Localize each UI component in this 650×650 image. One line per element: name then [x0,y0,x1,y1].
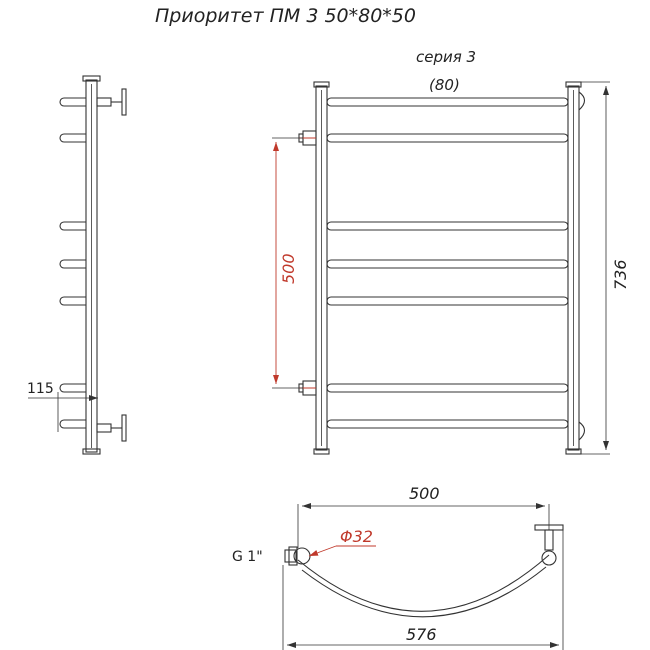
front-rungs [326,97,569,429]
side-bottom-bracket [96,414,127,442]
side-top-bracket [96,88,127,116]
dimension-576: 576 [282,530,564,650]
side-bottom-cap [82,448,101,455]
dimension-500-horizontal: 500 [297,484,550,548]
side-rungs [59,97,86,429]
thread-label: G 1" [232,549,263,565]
dimension-115: 115 [27,381,98,432]
pipe-diameter-label: Φ32 [340,527,373,546]
top-view: 500 G 1" Φ32 576 [232,484,564,650]
dimension-500-vertical: 500 [272,137,303,389]
side-view: 115 [27,75,127,455]
dimension-500-vertical-label: 500 [279,253,298,284]
drawing-title: Приоритет ПМ 3 50*80*50 [155,5,416,27]
right-end-fitting [534,524,564,566]
side-top-cap [82,75,101,82]
right-collector [567,85,580,451]
right-top-bracket [578,91,586,111]
side-collector [85,79,98,453]
left-collector [315,85,328,451]
curved-rung [297,554,550,612]
dimension-115-label: 115 [27,381,54,397]
right-bottom-bracket [578,421,586,441]
dimension-736-label: 736 [611,259,630,290]
pipe-diameter-callout: Φ32 [308,527,376,557]
series-label: серия 3 [416,48,476,66]
dimension-736: 736 [579,81,630,455]
left-end-fitting [284,546,311,566]
dimension-500-horizontal-label: 500 [409,484,440,503]
dimension-576-label: 576 [406,625,437,644]
series-size-label: (80) [429,76,460,94]
front-view: серия 3 (80) [272,48,630,455]
